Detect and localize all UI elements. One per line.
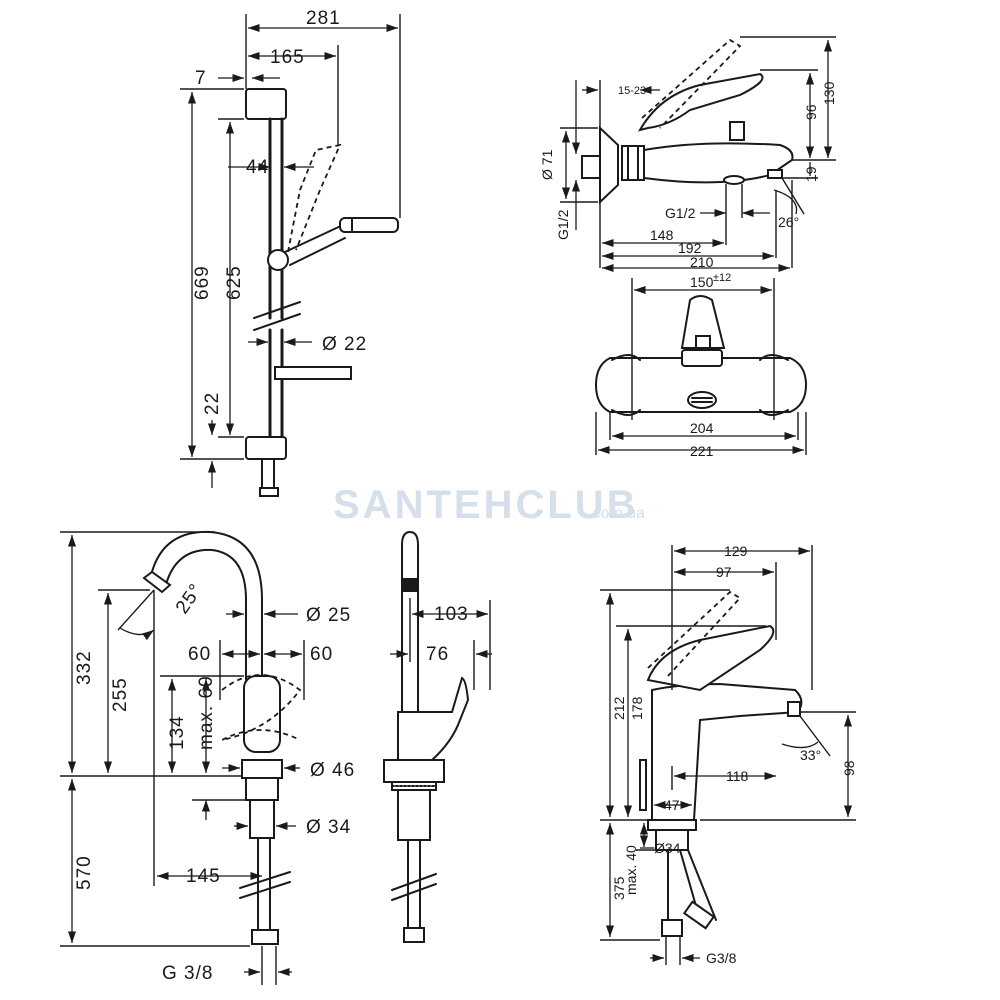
lever-alt-position	[641, 38, 742, 129]
dim-diameter-71: Ø 71	[539, 149, 555, 180]
dim-255: 255	[110, 677, 131, 712]
basin-lever-alt	[647, 590, 742, 677]
hoses	[257, 837, 271, 933]
hand-shower-head	[339, 217, 399, 233]
dim-15-23: 15-23	[618, 85, 646, 97]
dim-281: 281	[306, 8, 341, 29]
dim-96: 96	[803, 104, 819, 120]
lever-front	[243, 675, 281, 753]
dim-178: 178	[629, 696, 645, 720]
base	[241, 759, 283, 779]
dim-diameter-34: Ø 34	[306, 817, 351, 838]
dim-47: 47	[664, 797, 680, 813]
front-lever	[680, 295, 726, 349]
dim-diameter-22: Ø 22	[322, 334, 367, 355]
dim-103: 103	[434, 604, 469, 625]
shower-rail-drawing: 281 165 7 44 669 625 22 Ø 22	[180, 8, 401, 497]
wall-thread: G1/2	[555, 209, 571, 240]
lever-swing	[221, 674, 302, 741]
dim-204: 204	[690, 420, 714, 436]
top-bracket	[245, 88, 287, 120]
dim-129: 129	[724, 543, 748, 559]
dim-g3-8-basin: G3/8	[706, 950, 737, 966]
dim-134: 134	[167, 715, 188, 750]
outlet	[723, 175, 745, 185]
dim-22: 22	[202, 392, 223, 415]
basin-lever	[646, 624, 775, 692]
pop-up-rod	[639, 759, 647, 811]
wall-connector	[581, 155, 601, 179]
dim-145: 145	[186, 866, 221, 887]
dim-angle-25: 25°	[172, 580, 207, 618]
bath-mixer-front-drawing: 150 ±12 204 221	[594, 272, 808, 459]
bottom-bracket	[245, 436, 287, 460]
dim-669: 669	[192, 265, 213, 300]
dim-165: 165	[270, 47, 305, 68]
dim-570: 570	[74, 855, 95, 890]
dim-19: 19	[803, 166, 819, 182]
front-body	[594, 357, 808, 413]
soap-dish	[274, 366, 352, 380]
dim-375: 375	[611, 876, 627, 900]
dim-98: 98	[841, 760, 857, 776]
dim-192: 192	[678, 240, 702, 256]
dim-max-40: max. 40	[623, 845, 639, 895]
dim-max-60: max. 60	[196, 675, 217, 750]
side-base	[383, 759, 445, 783]
dim-7: 7	[195, 68, 207, 89]
watermark-domain: .com.ua	[588, 505, 645, 522]
dim-97: 97	[716, 564, 732, 580]
spout-inner	[164, 548, 247, 681]
dim-angle-33: 33°	[800, 747, 821, 763]
dim-150: 150	[690, 274, 714, 290]
side-lever	[397, 676, 470, 761]
outlet-thread: G1/2	[665, 205, 696, 221]
dim-g-3-8: G 3/8	[162, 963, 213, 984]
watermark-brand: SANTEHCLUB	[333, 483, 639, 527]
dim-212: 212	[611, 696, 627, 720]
dim-332: 332	[74, 650, 95, 685]
dim-diameter-34-basin: Ø34	[654, 840, 681, 856]
dim-625: 625	[224, 265, 245, 300]
dim-221: 221	[690, 443, 714, 459]
kitchen-mixer-side-drawing: 103 76	[383, 530, 492, 943]
dim-210: 210	[690, 254, 714, 270]
wall-rosette	[599, 125, 619, 205]
slider-knob	[267, 249, 289, 271]
shank	[249, 799, 275, 839]
dim-76: 76	[426, 644, 449, 665]
dim-60-right: 60	[310, 644, 333, 665]
dim-diameter-46: Ø 46	[310, 760, 355, 781]
dim-60-left: 60	[188, 644, 211, 665]
dim-angle-26: 26°	[778, 214, 799, 230]
hand-shower-handle	[284, 223, 346, 266]
wall-nut	[621, 145, 645, 181]
basin-mixer-drawing: 129 97 212 178 98 33° 118 47 max. 40 Ø34…	[600, 543, 857, 966]
diverter-knob	[729, 121, 745, 141]
dim-44: 44	[246, 157, 269, 178]
dim-130: 130	[821, 81, 837, 105]
dim-118: 118	[726, 768, 749, 784]
front-outlet	[687, 391, 717, 409]
shower-alt-position	[287, 143, 342, 253]
bath-mixer-side-drawing: 15-23 130 96 19 Ø 71 G1/2 G1/2 26° 148 1…	[539, 36, 837, 273]
watermark: SANTEHCLUB .com.ua	[333, 483, 645, 527]
dim-150-tolerance: ±12	[713, 272, 731, 284]
dim-diameter-25: Ø 25	[306, 605, 351, 626]
dim-148: 148	[650, 227, 674, 243]
mixer-body	[643, 142, 794, 184]
kitchen-mixer-front-drawing: 332 570 255 25° Ø 25 60 60 134 max. 60 Ø…	[60, 530, 355, 985]
